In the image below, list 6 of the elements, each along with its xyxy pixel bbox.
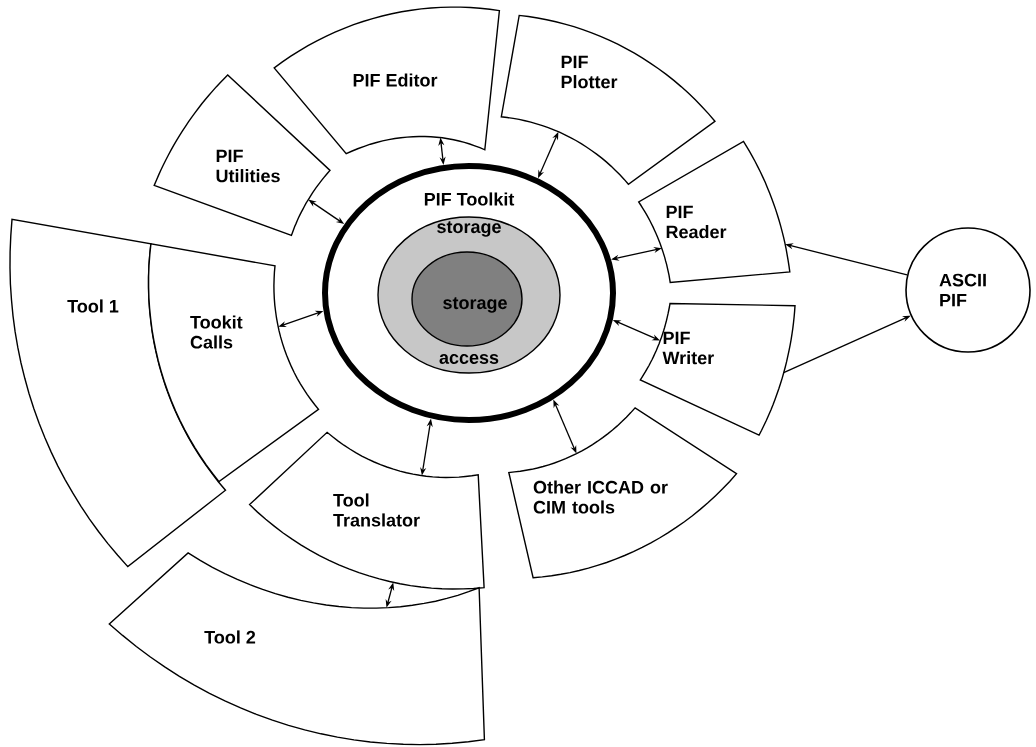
sector-box: Tookit Calls: [147, 243, 320, 483]
sector-box: Tool Translator: [248, 431, 485, 590]
storage-core: storage: [411, 251, 523, 347]
sector-box: PIF Reader: [637, 140, 791, 284]
sector-box: Tool 2: [108, 552, 486, 746]
sector-box: PIF Editor: [273, 6, 501, 155]
